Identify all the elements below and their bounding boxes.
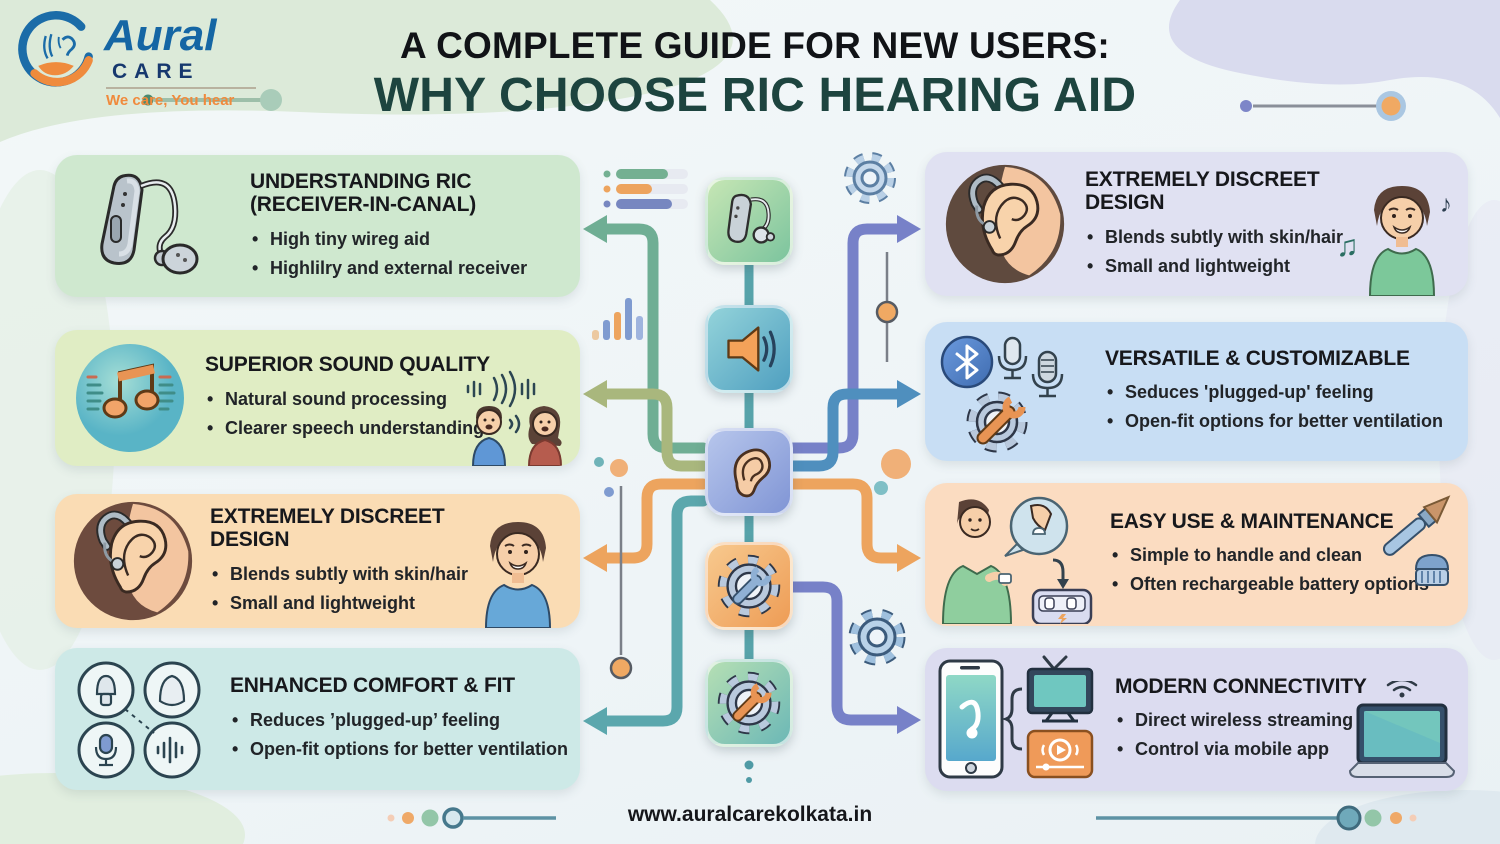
music-note-icon — [55, 330, 205, 466]
title-line-1: A COMPLETE GUIDE FOR NEW USERS: — [400, 25, 1110, 66]
bullet-item: High tiny wireg aid — [250, 225, 572, 254]
ear-icon — [733, 448, 772, 498]
page-title: A COMPLETE GUIDE FOR NEW USERS: WHY CHOO… — [280, 25, 1230, 122]
slider-decor — [609, 252, 899, 680]
bullet-item: Seduces 'plugged-up' feeling — [1105, 378, 1460, 407]
bullet-item: Simple to handle and clean — [1110, 541, 1440, 570]
talking-people-illustration — [460, 368, 578, 466]
cleaning-person-illustration — [925, 483, 1110, 626]
tile-hearing-aid — [705, 177, 793, 265]
bullet-item: Small and lightweight — [1085, 252, 1385, 281]
card-heading: EASY USE & MAINTENANCE — [1110, 509, 1394, 533]
card-superior-sound-quality: SUPERIOR SOUND QUALITY Natural sound pro… — [55, 330, 580, 466]
ear-tip-dome-mic-wave-icons — [55, 648, 230, 790]
gear-wrench-icon — [717, 554, 781, 618]
card-heading: EXTREMELY DISCREET DESIGN — [1085, 167, 1320, 215]
speaker-icon — [727, 326, 776, 372]
bullet-item: Often rechargeable battery options — [1110, 570, 1440, 599]
card-heading: SUPERIOR SOUND QUALITY — [205, 353, 490, 377]
hearing-aid-illustration — [55, 155, 250, 297]
bullet-item: Blends subtly with skin/hair — [1085, 223, 1385, 252]
brand-tagline: We care, You hear — [106, 87, 256, 109]
brand-logo: Aural CARE We care, You hear — [14, 8, 314, 109]
laptop-wifi-icon — [1344, 681, 1460, 783]
brand-sub: CARE — [112, 60, 200, 83]
ear-with-hearing-aid-icon — [925, 152, 1085, 296]
hearing-aid-icon — [727, 193, 776, 244]
man-avatar-with-music-notes: ♫ ♪ — [1332, 178, 1462, 296]
tile-gear-wrench — [705, 542, 793, 630]
card-heading: VERSATILE & CUSTOMIZABLE — [1105, 346, 1410, 370]
card-heading: ENHANCED COMFORT & FIT — [230, 674, 515, 698]
phone-tv-media-icons — [925, 648, 1115, 791]
music-note-icon: ♪ — [1440, 191, 1452, 218]
bullet-item: Open-fit options for better ventilation — [1105, 407, 1460, 436]
brand-name: Aural — [104, 11, 217, 60]
music-note-icon: ♫ — [1336, 230, 1359, 263]
tile-ear — [705, 428, 793, 516]
man-avatar — [470, 516, 566, 628]
bullet-item: Control via mobile app — [1115, 735, 1415, 764]
card-easy-use-maintenance: EASY USE & MAINTENANCE Simple to handle … — [925, 483, 1468, 626]
bullet-item: Clearer speech understanding — [205, 414, 545, 443]
gear-wrench-icon — [717, 671, 781, 735]
card-enhanced-comfort-fit: ENHANCED COMFORT & FIT Reduces ’plugged-… — [55, 648, 580, 790]
card-modern-connectivity: MODERN CONNECTIVITY Direct wireless stre… — [925, 648, 1468, 791]
gear-icon — [844, 152, 896, 204]
bullet-item: Small and lightweight — [210, 589, 510, 618]
card-heading: UNDERSTANDING RIC (RECEIVER-IN-CANAL) — [250, 169, 477, 217]
ear-hand-logo-icon — [18, 11, 93, 87]
card-heading: MODERN CONNECTIVITY — [1115, 674, 1367, 698]
bullet-item: Highlilry and external receiver — [250, 254, 572, 283]
tile-gear-wrench — [705, 659, 793, 747]
card-extremely-discreet-design-left: EXTREMELY DISCREET DESIGN Blends subtly … — [55, 494, 580, 628]
bullet-item: Open-fit options for better ventilation — [230, 735, 572, 764]
bullet-item: Natural sound processing — [205, 385, 545, 414]
card-versatile-customizable: VERSATILE & CUSTOMIZABLE Seduces 'plugge… — [925, 322, 1468, 461]
card-extremely-discreet-design-right: EXTREMELY DISCREET DESIGN Blends subtly … — [925, 152, 1468, 296]
bullet-item: Reduces ’plugged-up’ feeling — [230, 706, 572, 735]
bullet-item: Blends subtly with skin/hair — [210, 560, 510, 589]
bullet-item: Direct wireless streaming — [1115, 706, 1415, 735]
legend-pills-decor — [603, 169, 688, 209]
tile-speaker — [705, 305, 793, 393]
bluetooth-mic-gear-wrench-icons — [925, 322, 1105, 461]
website-url: www.auralcarekolkata.in — [627, 803, 873, 826]
card-understanding-ric: UNDERSTANDING RIC (RECEIVER-IN-CANAL) Hi… — [55, 155, 580, 297]
cleaning-brush-icon — [1370, 491, 1462, 601]
card-heading: EXTREMELY DISCREET DESIGN — [210, 504, 445, 552]
title-line-2: WHY CHOOSE RIC HEARING AID — [373, 68, 1137, 122]
gear-icon — [848, 608, 906, 666]
ear-with-hearing-aid-icon — [55, 494, 210, 628]
mini-bar-chart-decor — [592, 298, 643, 340]
